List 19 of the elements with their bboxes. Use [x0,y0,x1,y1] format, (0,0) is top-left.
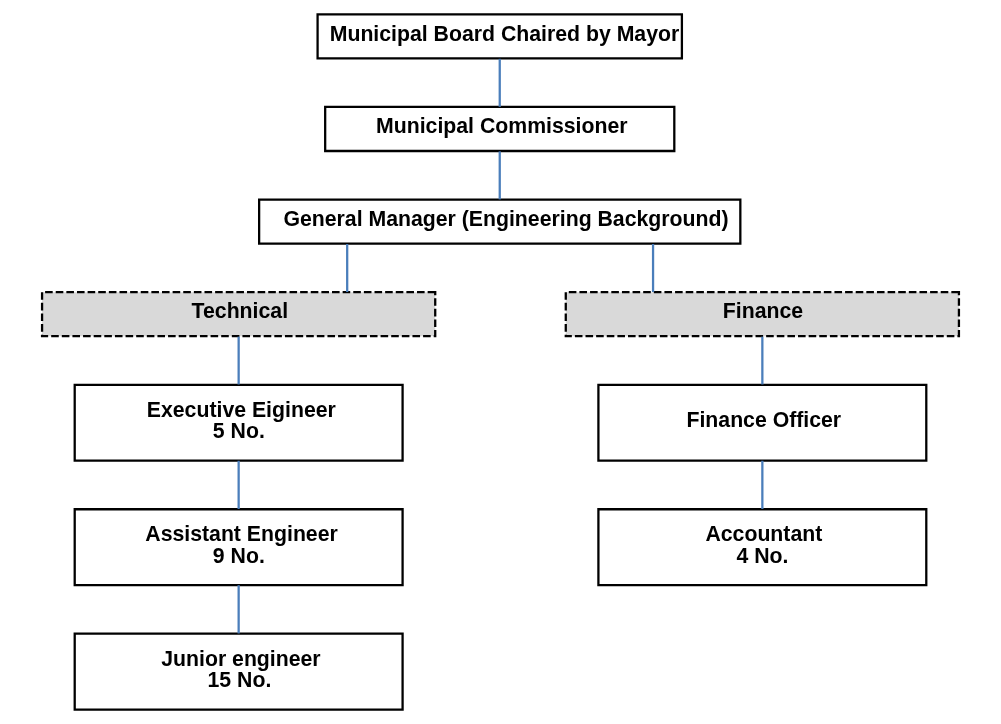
node-box: Municipal Commissioner [324,105,676,153]
node-box: Executive Eigineer 5 No. [73,383,404,462]
node-box: Technical [40,291,437,338]
connector [237,585,240,634]
connector [498,151,501,200]
node-box: Assistant Engineer 9 No. [73,508,404,587]
connector [237,460,240,509]
connector [651,244,655,292]
node-box: Finance Officer [597,383,928,462]
node-box: General Manager (Engineering Background) [258,198,742,245]
connector [761,336,764,385]
connector [237,336,240,385]
connector [346,244,349,292]
node-box: Junior engineer 15 No. [73,632,404,711]
node-box: Finance [564,291,961,338]
connector [761,460,764,509]
node-box: Municipal Board Chaired by Mayor [316,13,684,60]
connector [498,58,501,107]
node-box: Accountant 4 No. [597,508,928,587]
